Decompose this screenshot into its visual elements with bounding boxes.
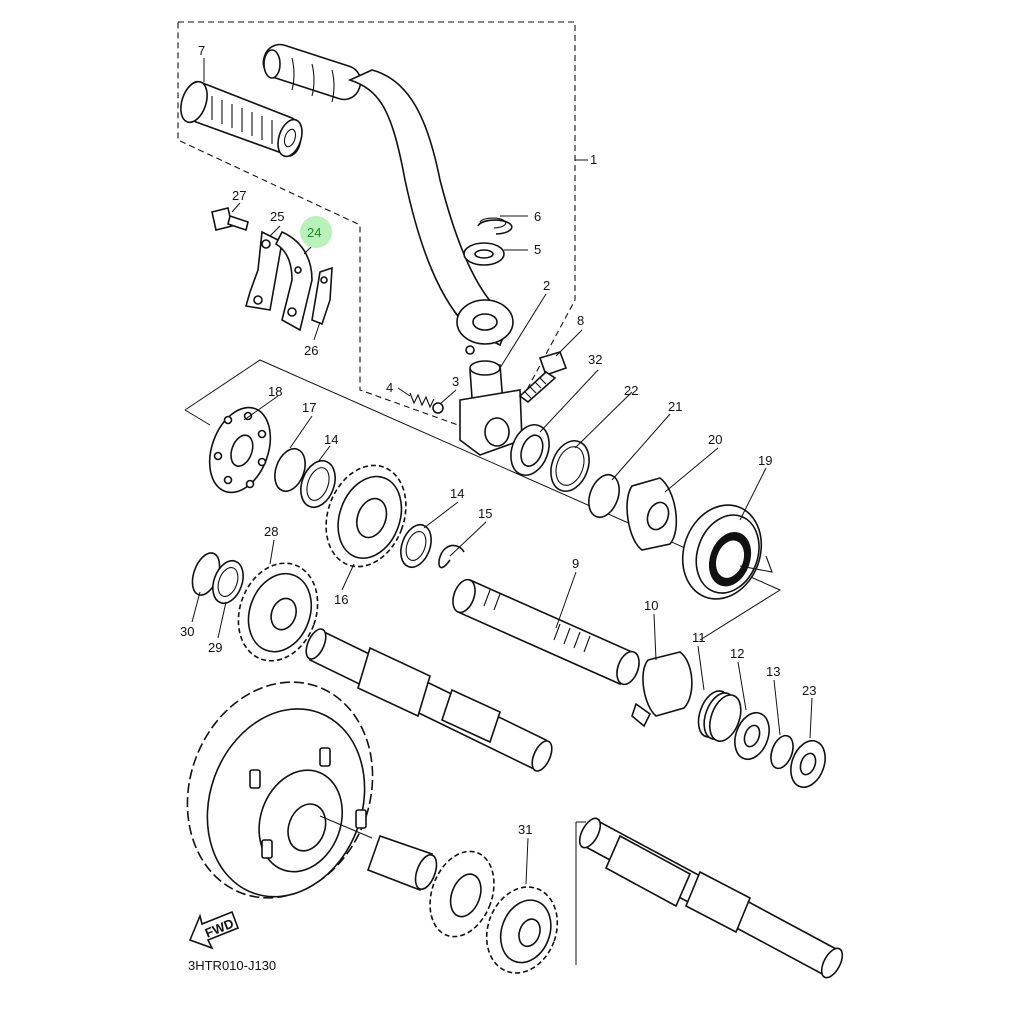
kick-axle-9 [452,578,640,686]
foot-grip-rubber [180,80,303,158]
callout-4: 4 [386,380,393,395]
callout-31: 31 [518,822,532,837]
plate-24 [274,230,313,332]
callout-7: 7 [198,43,205,58]
washer-12 [734,711,770,761]
ratchet-assembly-boundary [184,359,782,641]
washer-14-lower [400,523,432,569]
lower-shaft [575,817,844,979]
ratchet-10 [631,651,693,728]
collar [366,834,438,892]
callout-13: 13 [766,664,780,679]
spring-11 [697,690,742,742]
washer-23 [790,739,826,789]
callout-27: 27 [232,188,246,203]
callout-17: 17 [302,400,316,415]
callout-14a: 14 [324,432,338,447]
callout-15: 15 [478,506,492,521]
callout-25: 25 [270,209,284,224]
callout-24-highlight [300,216,332,248]
callout-12: 12 [730,646,744,661]
callout-9: 9 [572,556,579,571]
spring-guide-20 [626,477,678,551]
bolt-8 [518,351,568,404]
callout-21: 21 [668,399,682,414]
kick-pedal-arm [262,43,523,456]
callout-8: 8 [577,313,584,328]
spring-4 [409,392,435,409]
plate-18 [208,406,272,494]
callout-11: 11 [692,630,706,645]
callout-19: 19 [758,453,772,468]
leader-lines [191,58,813,885]
callout-14b: 14 [450,486,464,501]
detent-ball-3 [432,402,444,414]
callout-3: 3 [452,374,459,389]
callout-22: 22 [624,383,638,398]
clutch-housing [186,681,374,899]
kick-assembly-boundary [177,21,588,441]
callout-26: 26 [304,343,318,358]
plate-26 [311,266,333,326]
circlip-15 [438,544,465,569]
callout-10: 10 [644,598,658,613]
callout-29: 29 [208,640,222,655]
callout-32: 32 [588,352,602,367]
callout-18: 18 [268,384,282,399]
circlip-6 [477,217,513,235]
washer-29 [212,559,244,605]
callout-20: 20 [708,432,722,447]
callout-labels: 1 2 3 4 5 6 7 8 9 10 11 12 13 14 14 15 1… [180,43,816,837]
bolt-27 [211,207,249,232]
circlip-13 [770,734,794,770]
callout-6: 6 [534,209,541,224]
washer-22 [550,440,590,492]
callout-30: 30 [180,624,194,639]
circlip-21 [588,473,620,519]
washer-14-upper [300,459,336,509]
gear-31 [485,886,559,974]
callout-1: 1 [590,152,597,167]
callout-23: 23 [802,683,816,698]
seal-32 [510,424,550,476]
gear-16 [325,464,407,568]
washer-5 [463,242,505,266]
circlip-17 [274,447,306,493]
callout-16: 16 [334,592,348,607]
callout-28: 28 [264,524,278,539]
diagram-code: 3HTR010-J130 [188,958,276,973]
main-axle [305,628,553,772]
callout-2: 2 [543,278,550,293]
gear-28 [237,562,319,662]
callout-24: 24 [307,225,321,240]
torsion-spring-19 [681,504,773,600]
callout-5: 5 [534,242,541,257]
fwd-arrow-icon: FWD [188,910,240,950]
fwd-label: FWD [203,916,236,941]
hub [429,850,495,938]
